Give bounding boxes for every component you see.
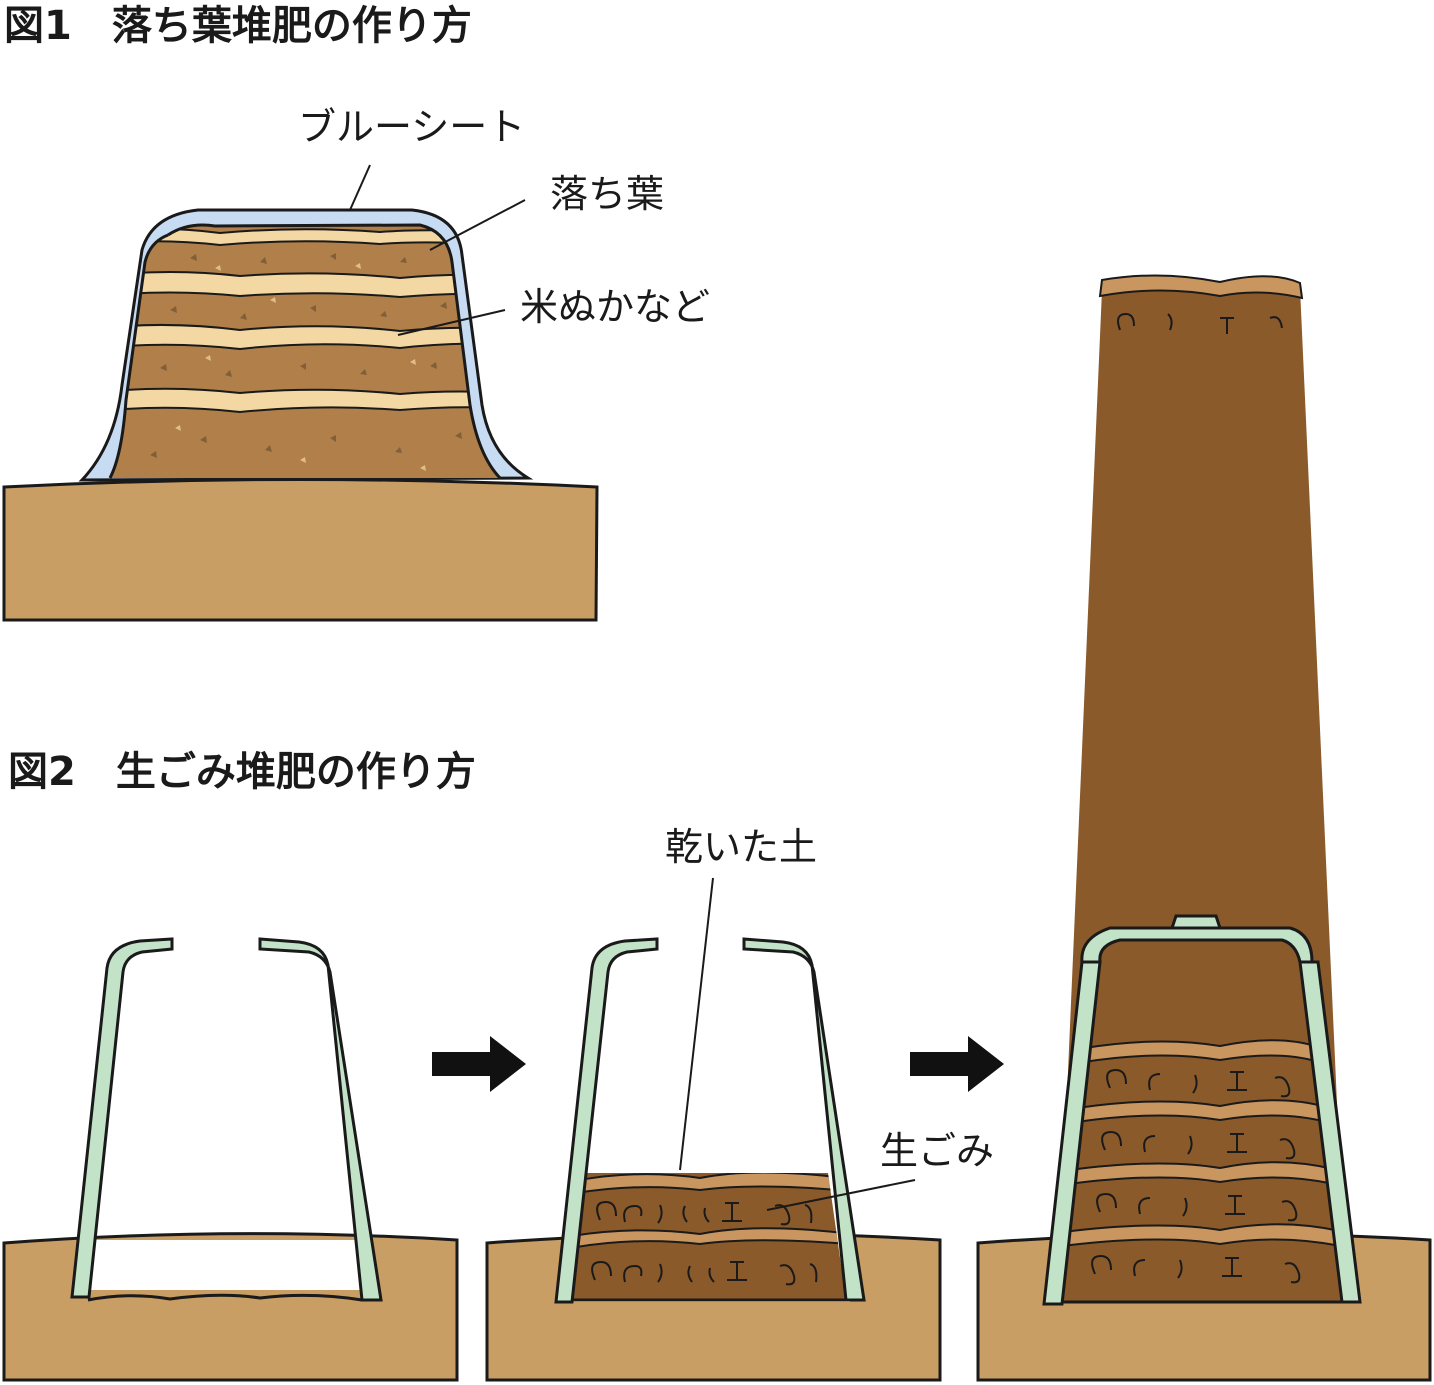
waste-layers-panel3 xyxy=(1058,274,1346,1302)
container-wall-left-1 xyxy=(70,937,174,1299)
leaf-pile xyxy=(110,225,500,478)
leader-blue-sheet xyxy=(349,164,371,211)
figure2-diagram xyxy=(2,274,1432,1382)
figure2-title: 図2 生ごみ堆肥の作り方 xyxy=(8,749,476,795)
arrow-right-icon-2 xyxy=(910,1036,1004,1092)
leader-rice-bran xyxy=(397,309,506,336)
ground-figure1 xyxy=(2,478,599,622)
leader-dry-soil xyxy=(679,877,714,1171)
leader-fallen-leaves xyxy=(429,199,526,251)
leader-food-waste xyxy=(766,1179,916,1211)
panel-filled-container xyxy=(976,274,1432,1382)
bran-layer-1 xyxy=(110,271,500,299)
lid-handle xyxy=(1169,914,1223,930)
label-rice-bran: 米ぬかなど xyxy=(520,285,711,329)
container-wall-right-1 xyxy=(258,937,383,1302)
label-dry-soil: 乾いた土 xyxy=(665,825,818,869)
label-blue-sheet: ブルーシート xyxy=(298,105,526,149)
panel-food-waste-layers xyxy=(485,877,942,1382)
figure1-diagram xyxy=(2,164,599,622)
label-food-waste: 生ごみ xyxy=(880,1129,995,1173)
bran-layer-3 xyxy=(110,387,500,414)
arrow-right-icon-1 xyxy=(432,1036,526,1092)
waste-stack-panel2 xyxy=(572,1173,846,1300)
container-wall-right-2 xyxy=(742,937,866,1302)
panel-empty-container xyxy=(2,937,459,1382)
figure1-title: 図1 落ち葉堆肥の作り方 xyxy=(4,3,472,49)
container-lid xyxy=(1080,926,1314,964)
container-wall-left-2 xyxy=(554,937,659,1304)
label-fallen-leaves: 落ち葉 xyxy=(550,172,665,216)
